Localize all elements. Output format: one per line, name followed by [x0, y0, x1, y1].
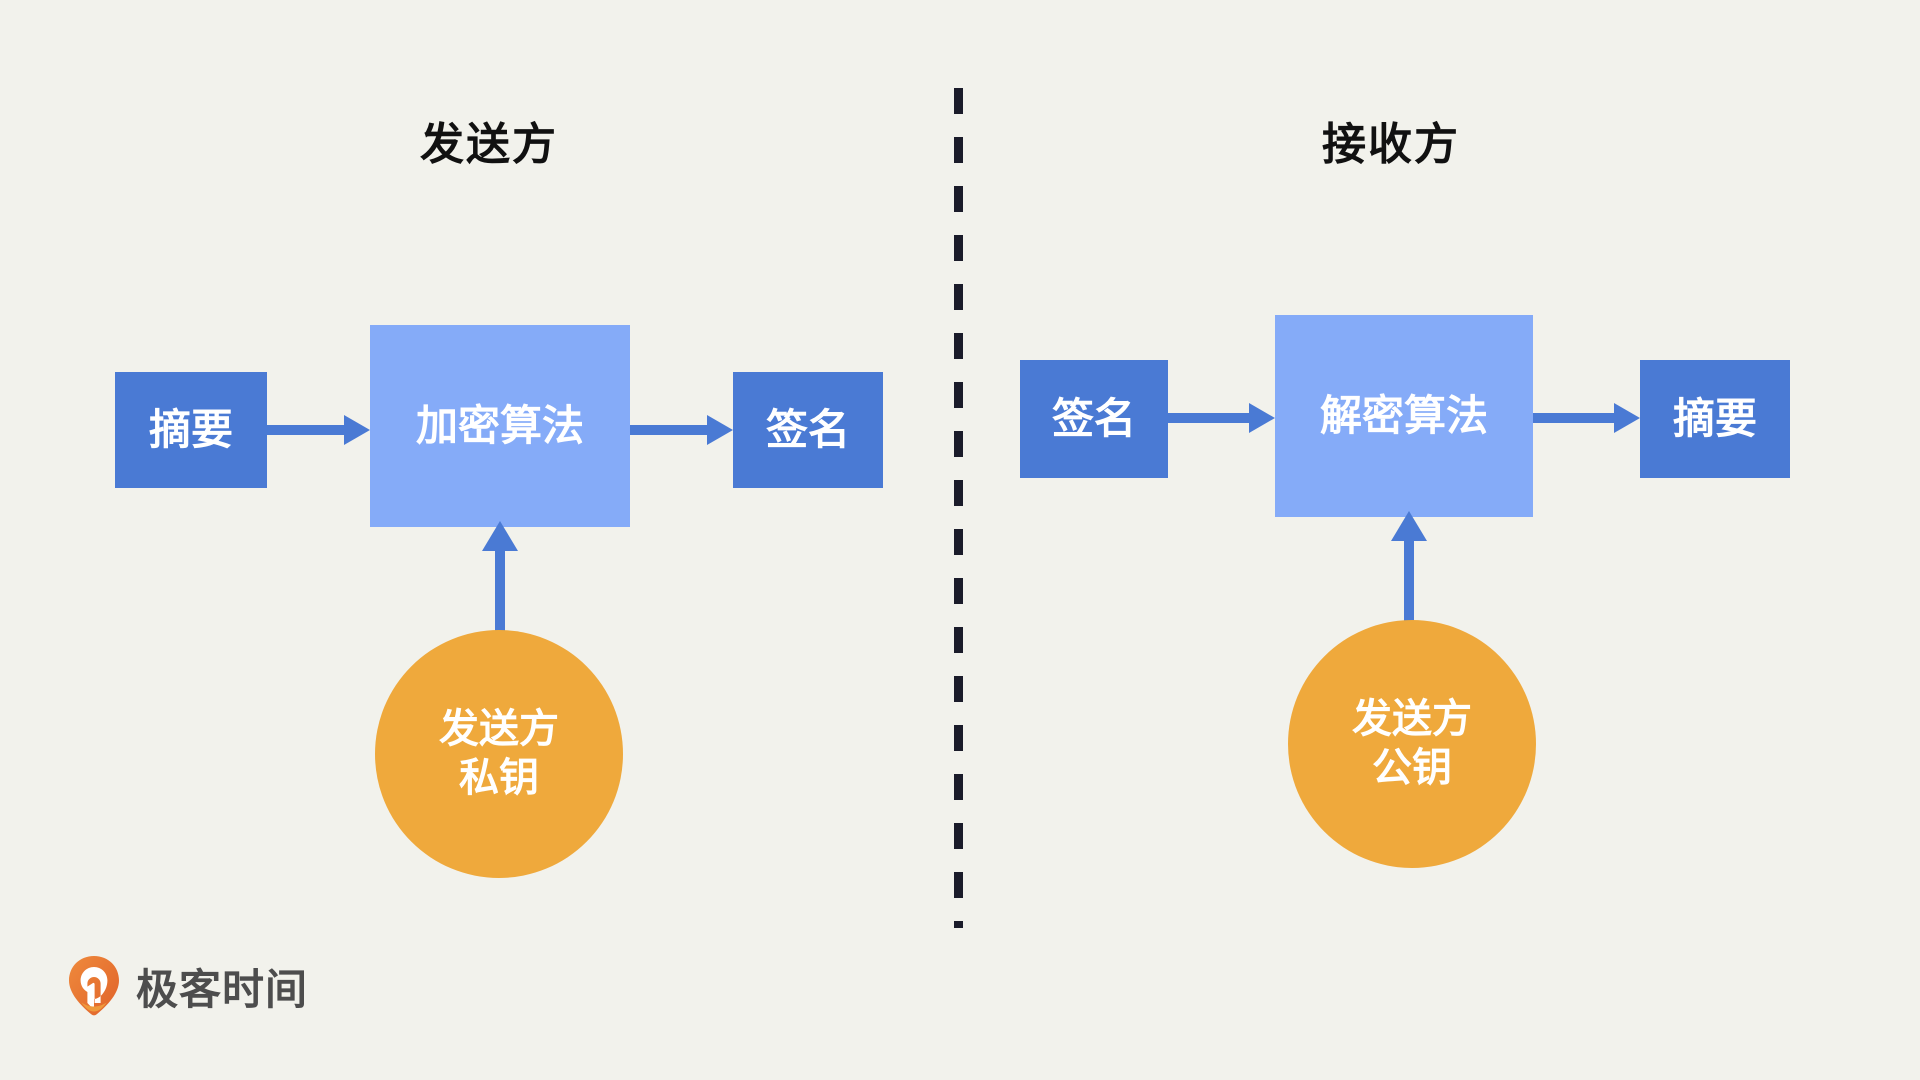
- geektime-logo-icon: [68, 955, 120, 1017]
- arrow-shaft: [1533, 413, 1614, 423]
- vertical-dashed-divider: [954, 88, 963, 928]
- arrow-head: [1614, 403, 1640, 433]
- brand-logo: 极客时间: [68, 955, 308, 1017]
- arrow-encrypt-to-signature: [630, 415, 733, 445]
- brand-name: 极客时间: [136, 965, 309, 1013]
- sender-column-title: 发送方: [420, 120, 558, 169]
- arrow-digest-to-encrypt: [267, 415, 370, 445]
- arrow-public-key-to-decrypt: [1391, 511, 1427, 631]
- arrow-head: [707, 415, 733, 445]
- arrow-shaft: [1168, 413, 1249, 423]
- arrow-private-key-to-encrypt: [482, 521, 518, 641]
- receiver-column-title: 接收方: [1322, 120, 1460, 169]
- sender-digest-node: 摘要: [115, 372, 267, 488]
- arrow-head: [344, 415, 370, 445]
- arrow-shaft: [630, 425, 707, 435]
- arrow-shaft: [267, 425, 344, 435]
- encryption-algorithm-node: 加密算法: [370, 325, 630, 527]
- sender-signature-node: 签名: [733, 372, 883, 488]
- arrow-head: [1249, 403, 1275, 433]
- receiver-digest-node: 摘要: [1640, 360, 1790, 478]
- sender-private-key-node: 发送方 私钥: [375, 630, 623, 878]
- receiver-signature-node: 签名: [1020, 360, 1168, 478]
- arrow-head: [482, 521, 518, 551]
- arrow-shaft: [1404, 539, 1414, 631]
- arrow-decrypt-to-digest: [1533, 403, 1640, 433]
- arrow-head: [1391, 511, 1427, 541]
- sender-public-key-node: 发送方 公钥: [1288, 620, 1536, 868]
- arrow-shaft: [495, 549, 505, 641]
- decryption-algorithm-node: 解密算法: [1275, 315, 1533, 517]
- arrow-signature-to-decrypt: [1168, 403, 1275, 433]
